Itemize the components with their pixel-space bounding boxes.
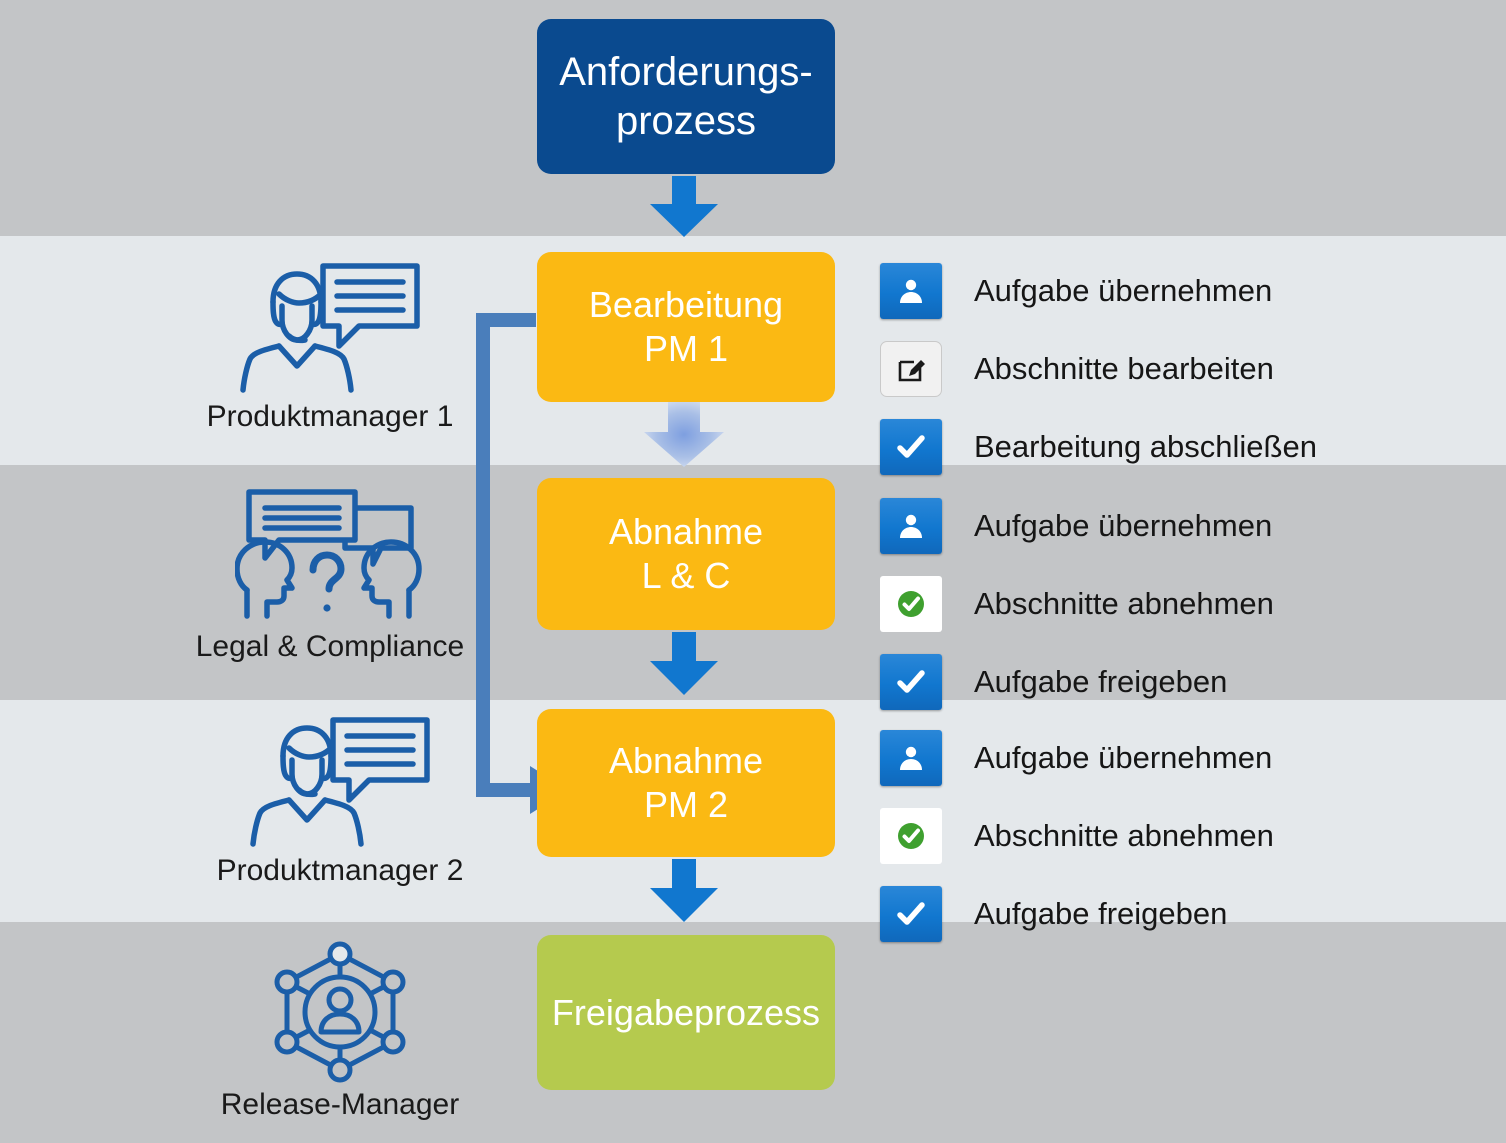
action-label: Aufgabe übernehmen [974,273,1273,308]
check-icon[interactable] [880,654,942,710]
actions-produktmanager-2: Aufgabe übernehmen Abschnitte abnehmen A… [880,719,1274,953]
person-badge-icon[interactable] [880,498,942,554]
end-process-box[interactable]: Freigabeprozess [537,935,835,1090]
task-abnahme-lc[interactable]: Abnahme L & C [537,478,835,630]
person-speech-bubble-icon [240,263,420,393]
two-heads-question-speech-icon [235,489,422,619]
role-label-produktmanager-2: Produktmanager 2 [216,854,464,887]
person-speech-bubble-icon [250,717,430,847]
green-check-circle-icon[interactable] [880,576,942,632]
arrow-pm2-to-freigabe [650,859,718,922]
action-row[interactable]: Aufgabe übernehmen [880,719,1274,797]
action-row[interactable]: Aufgabe übernehmen [880,252,1317,330]
role-label-legal-compliance: Legal & Compliance [195,630,465,663]
action-row[interactable]: Aufgabe freigeben [880,875,1274,953]
arrow-lc-to-pm2 [650,632,718,695]
action-row[interactable]: Abschnitte abnehmen [880,797,1274,875]
arrow-pm1-to-lc [644,402,724,467]
person-badge-icon[interactable] [880,263,942,319]
network-person-hexagon-icon [274,941,406,1083]
action-label: Abschnitte abnehmen [974,818,1274,853]
edit-pencil-icon[interactable] [880,341,942,397]
role-legal-compliance: Legal & Compliance [160,486,500,664]
action-row[interactable]: Aufgabe freigeben [880,643,1274,721]
role-label-release-manager: Release-Manager [220,1088,460,1121]
start-process-box[interactable]: Anforderungs- prozess [537,19,835,174]
action-row[interactable]: Abschnitte bearbeiten [880,330,1317,408]
action-label: Aufgabe übernehmen [974,740,1273,775]
role-produktmanager-2: Produktmanager 2 [170,712,510,888]
role-produktmanager-1: Produktmanager 1 [160,258,500,434]
task-bearbeitung-pm1[interactable]: Bearbeitung PM 1 [537,252,835,402]
action-row[interactable]: Bearbeitung abschließen [880,408,1317,486]
actions-legal-compliance: Aufgabe übernehmen Abschnitte abnehmen A… [880,487,1274,721]
action-label: Abschnitte bearbeiten [974,351,1274,386]
action-label: Aufgabe übernehmen [974,508,1273,543]
action-label: Aufgabe freigeben [974,664,1228,699]
check-icon[interactable] [880,886,942,942]
task-abnahme-pm2[interactable]: Abnahme PM 2 [537,709,835,857]
check-icon[interactable] [880,419,942,475]
role-release-manager: Release-Manager [170,938,510,1122]
arrow-start-to-pm1 [650,176,718,237]
action-label: Aufgabe freigeben [974,896,1228,931]
person-badge-icon[interactable] [880,730,942,786]
action-row[interactable]: Abschnitte abnehmen [880,565,1274,643]
actions-produktmanager-1: Aufgabe übernehmen Abschnitte bearbeiten… [880,252,1317,486]
role-label-produktmanager-1: Produktmanager 1 [206,400,454,433]
action-row[interactable]: Aufgabe übernehmen [880,487,1274,565]
green-check-circle-icon[interactable] [880,808,942,864]
action-label: Bearbeitung abschließen [974,429,1317,464]
action-label: Abschnitte abnehmen [974,586,1274,621]
